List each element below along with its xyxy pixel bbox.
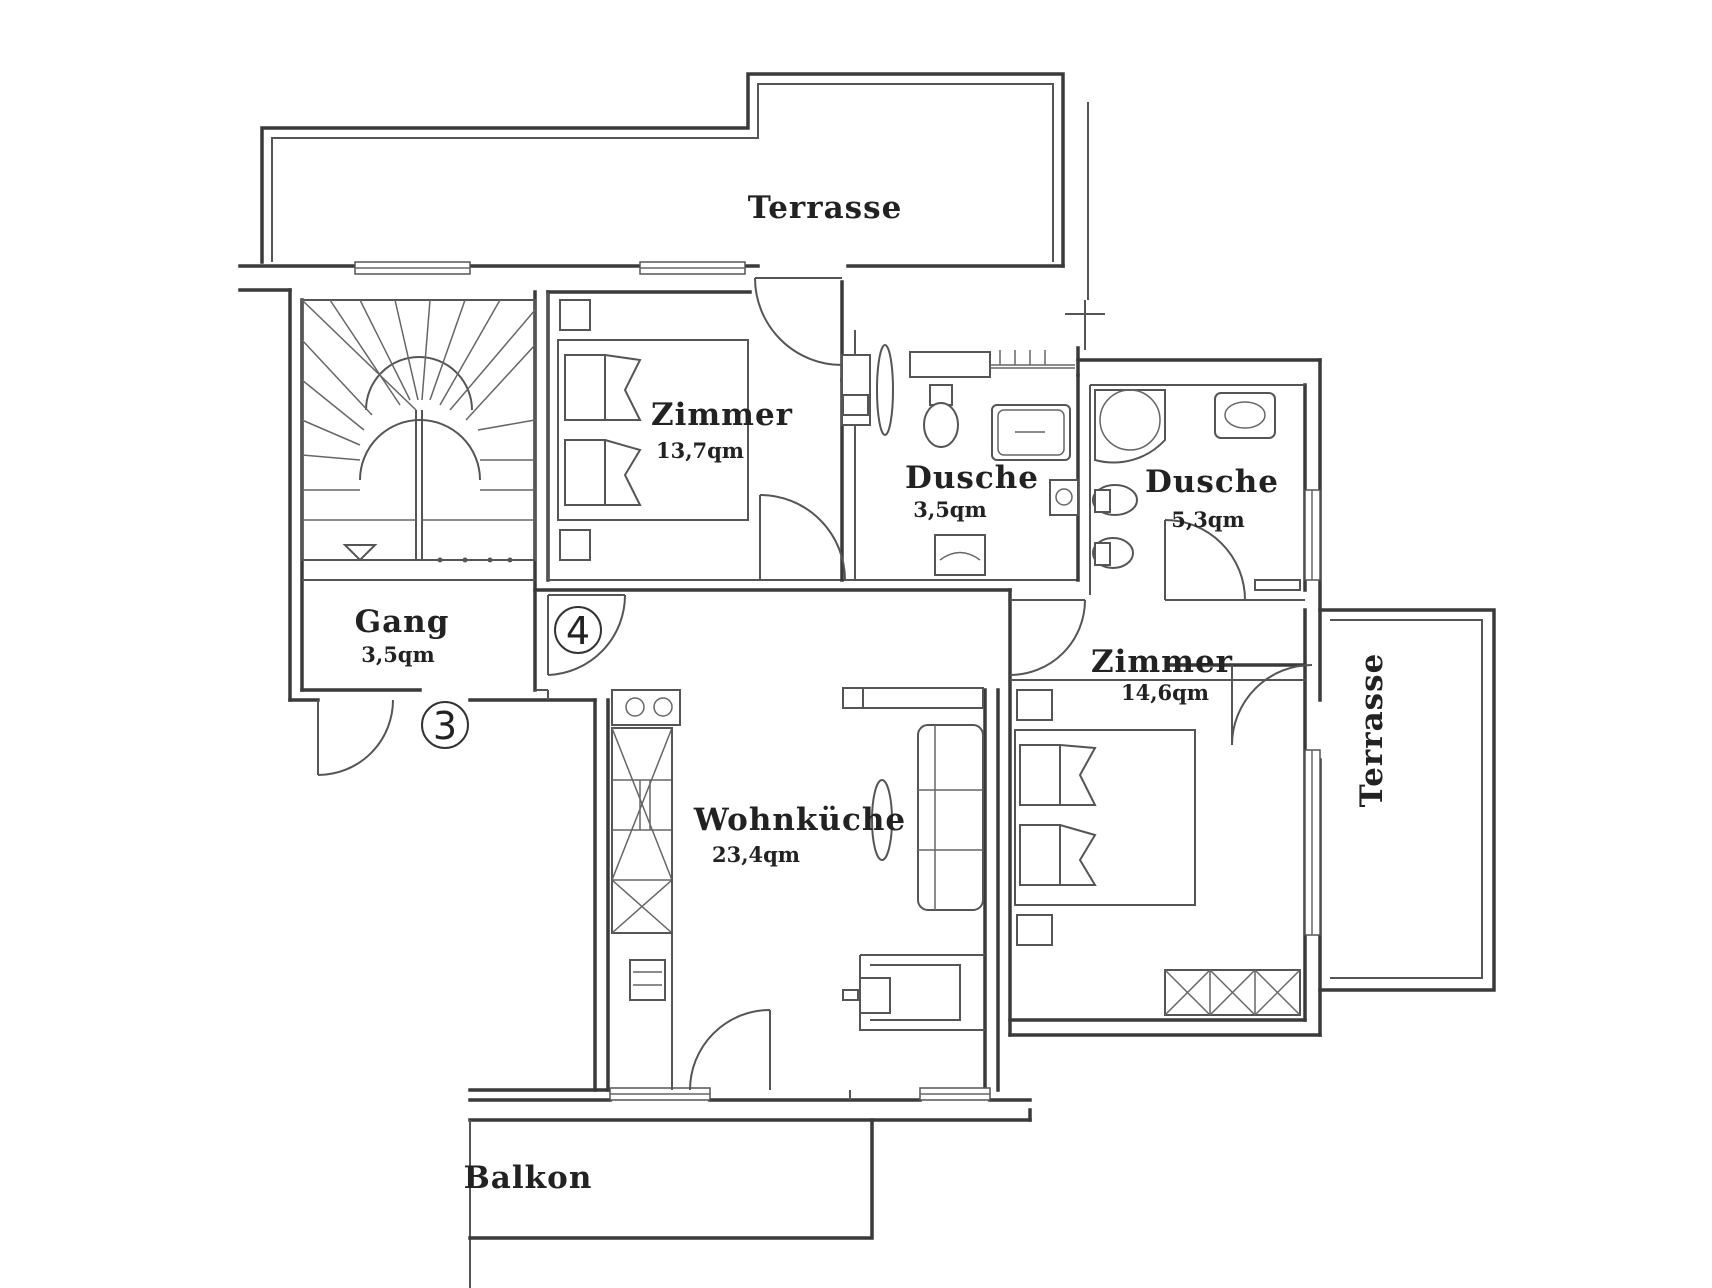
entrance-marker-3: 3: [421, 701, 469, 749]
dusche-2-area: 5,3qm: [1171, 507, 1244, 532]
dusche-1-area: 3,5qm: [913, 497, 986, 522]
balcony-outline: [468, 1118, 874, 1288]
staircase: [301, 299, 536, 563]
door-wohnkueche-entrance: [547, 594, 626, 676]
entrance-marker-4-label: 4: [566, 609, 590, 653]
terrace-top-outline: [260, 72, 1089, 300]
entrance-marker-4: 4: [554, 606, 602, 654]
gang-walls: [302, 579, 548, 691]
dusche-2-label: Dusche: [1145, 464, 1279, 500]
desk: [842, 954, 985, 1031]
bed-zimmer-2: [1014, 689, 1196, 946]
zimmer-1-walls: [533, 292, 1091, 595]
wohnkueche-label: Wohnküche: [693, 802, 906, 838]
terrasse-right-label: Terrasse: [1354, 653, 1390, 808]
windows: [354, 261, 1321, 1101]
zimmer-1-label: Zimmer: [651, 397, 793, 433]
balkon-label: Balkon: [464, 1160, 593, 1196]
door-gang-entrance: [317, 699, 394, 776]
door-zimmer-1-bottom: [759, 494, 846, 581]
kitchen-counter: [611, 689, 681, 1090]
zimmer-1-area: 13,7qm: [656, 438, 744, 463]
zimmer-2-area: 14,6qm: [1121, 680, 1209, 705]
gang-area: 3,5qm: [361, 642, 434, 667]
dusche-1-fixtures: [841, 300, 1105, 576]
wardrobe: [1164, 969, 1301, 1016]
door-wohnkueche-bottom: [689, 1009, 851, 1100]
bed-zimmer-1: [557, 299, 749, 561]
dusche-1-label: Dusche: [905, 460, 1039, 496]
door-zimmer-2: [1009, 599, 1313, 746]
entrance-marker-3-label: 3: [433, 704, 457, 748]
sofa: [842, 687, 984, 911]
door-zimmer-1-top: [754, 277, 843, 366]
zimmer-2-label: Zimmer: [1091, 644, 1233, 680]
gang-label: Gang: [355, 604, 450, 640]
wohnkueche-area: 23,4qm: [712, 842, 800, 867]
terrasse-top-label: Terrasse: [748, 190, 903, 226]
terrace-right-outline: [1318, 608, 1496, 992]
dusche-2-fixtures: [1090, 384, 1305, 601]
